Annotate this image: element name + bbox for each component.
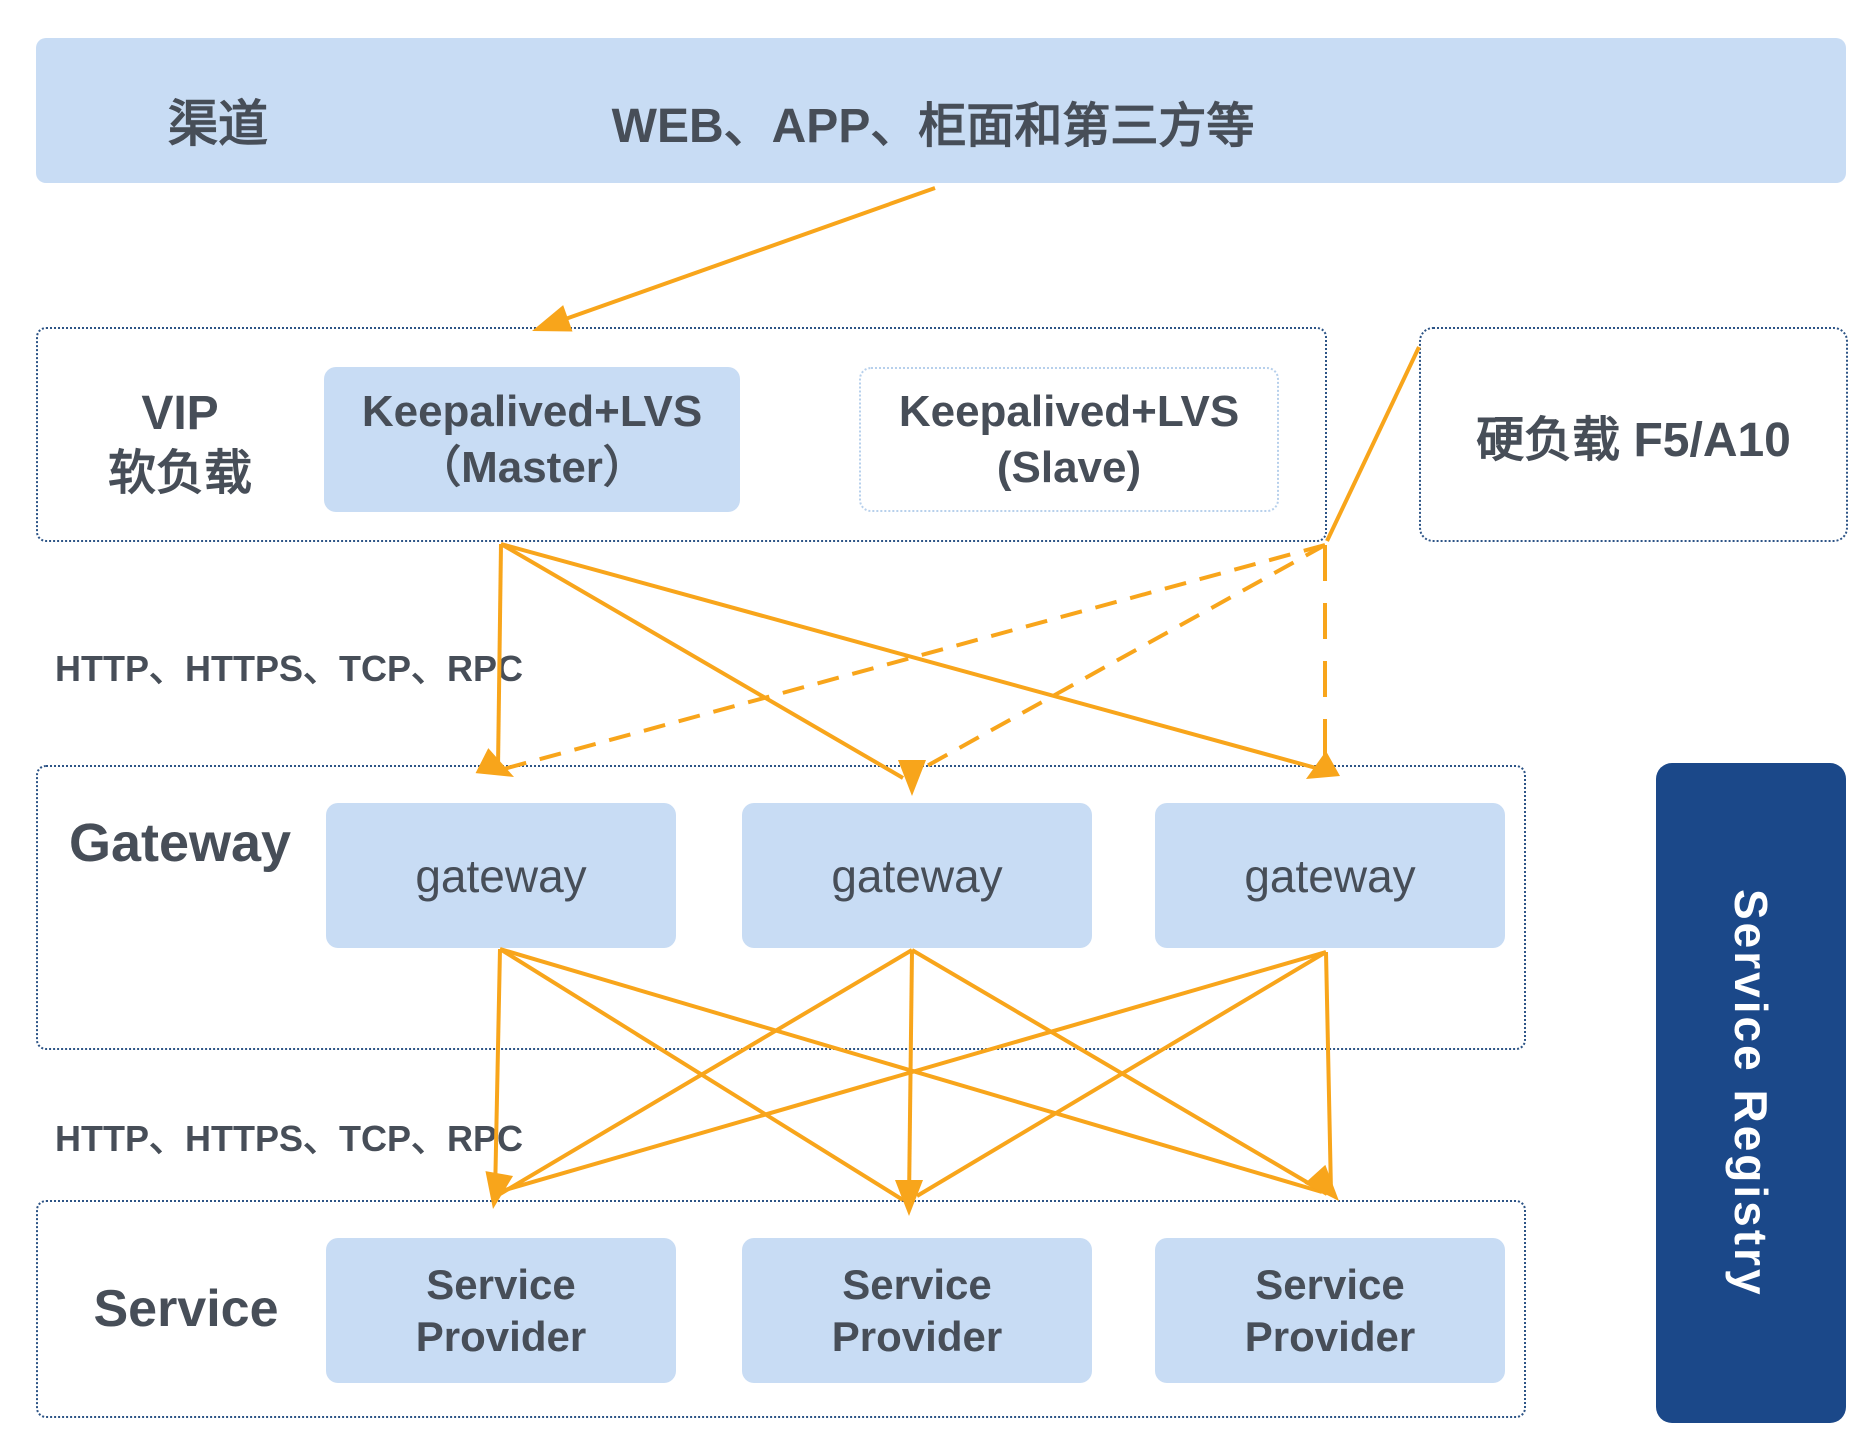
gateway-node-3: gateway xyxy=(1155,803,1505,948)
master-line2: （Master） xyxy=(417,442,647,492)
gateway-node-1: gateway xyxy=(326,803,676,948)
edge-channel-to-vip xyxy=(539,186,936,330)
sp2-line1: Service xyxy=(842,1260,992,1308)
sp1-line1: Service xyxy=(426,1260,576,1308)
service-registry-bar: Service Registry xyxy=(1656,763,1846,1423)
edge-master-gw3 xyxy=(500,542,1317,770)
vip-label-line2: 软负载 xyxy=(107,447,252,500)
protocols-upper-label: HTTP、HTTPS、TCP、RPC xyxy=(55,648,524,689)
channel-banner xyxy=(36,38,1846,183)
master-line1: Keepalived+LVS xyxy=(361,386,703,436)
sp2-line2: Provider xyxy=(831,1312,1003,1360)
edge-hard-gw1 xyxy=(499,543,1326,772)
vip-label-line1: VIP xyxy=(141,387,219,440)
slave-line1: Keepalived+LVS xyxy=(898,386,1240,436)
edge-f5-to-vip xyxy=(1325,346,1421,542)
gateway-node-2: gateway xyxy=(742,803,1092,948)
vip-softload-label: VIP 软负载 xyxy=(60,384,300,504)
service-section-label: Service xyxy=(93,1280,279,1338)
keepalived-master-node: Keepalived+LVS （Master） xyxy=(324,367,740,512)
sp3-line1: Service xyxy=(1255,1260,1405,1308)
sp1-line2: Provider xyxy=(415,1312,587,1360)
hard-load-label: 硬负载 F5/A10 xyxy=(1476,413,1791,467)
gateway-section-label: Gateway xyxy=(68,813,292,873)
slave-line2: (Slave) xyxy=(996,442,1142,492)
service-provider-node-2: Service Provider xyxy=(742,1238,1092,1383)
service-provider-node-3: Service Provider xyxy=(1155,1238,1505,1383)
service-registry-label: Service Registry xyxy=(1725,888,1777,1298)
hard-load-f5-box: 硬负载 F5/A10 xyxy=(1419,327,1848,542)
edge-master-gw2 xyxy=(499,542,905,780)
edge-hard-gw2 xyxy=(915,543,1326,774)
channel-banner-value: WEB、APP、柜面和第三方等 xyxy=(611,100,1255,153)
channel-banner-label: 渠道 xyxy=(168,96,268,152)
sp3-line2: Provider xyxy=(1244,1312,1416,1360)
service-provider-node-1: Service Provider xyxy=(326,1238,676,1383)
keepalived-slave-node: Keepalived+LVS (Slave) xyxy=(859,367,1279,512)
protocols-lower-label: HTTP、HTTPS、TCP、RPC xyxy=(55,1118,524,1159)
